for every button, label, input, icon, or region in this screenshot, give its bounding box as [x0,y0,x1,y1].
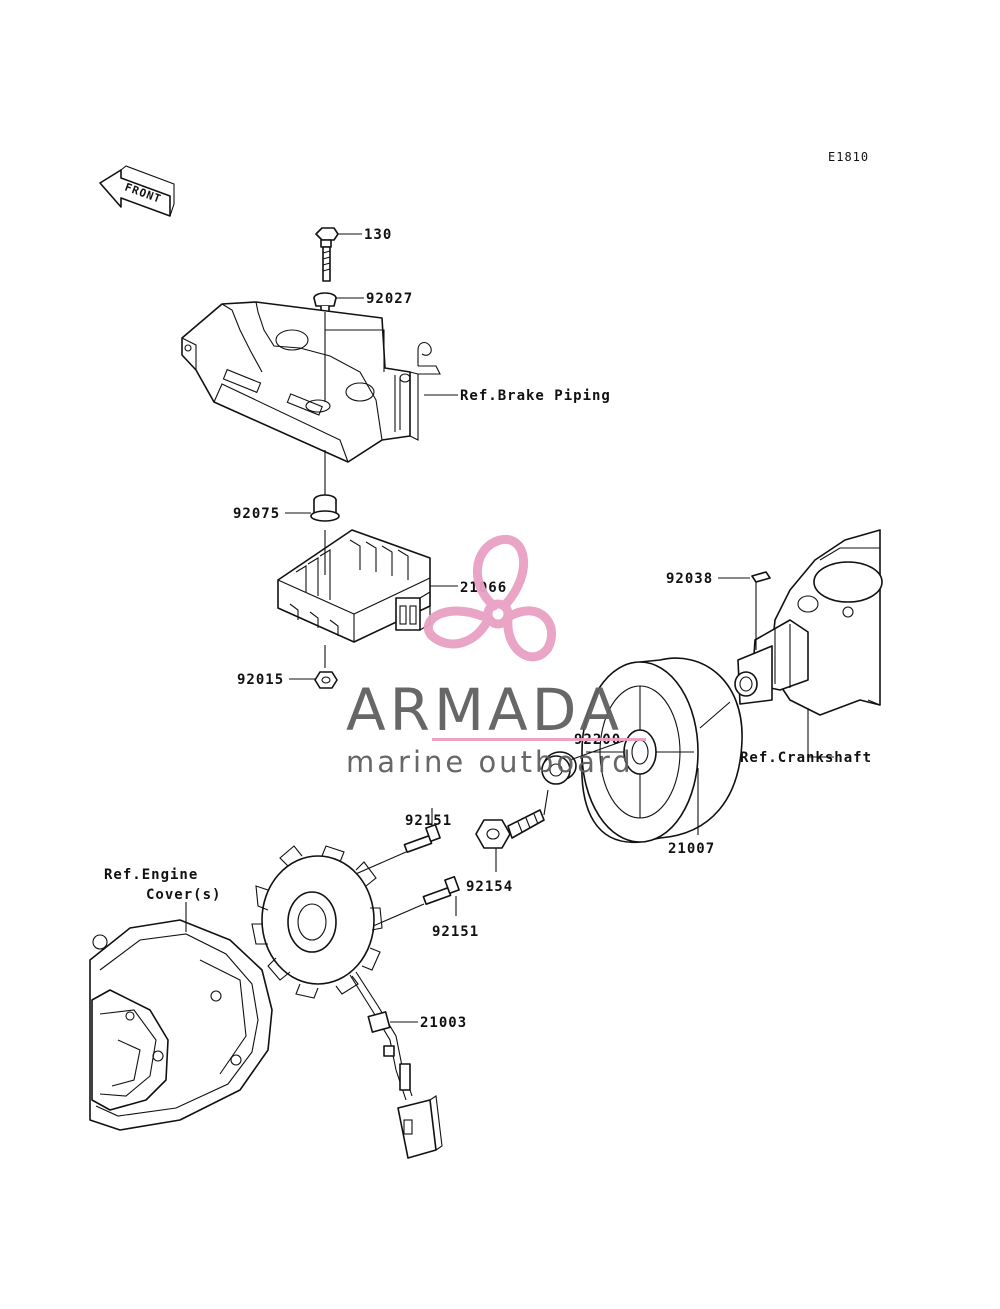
propeller-logo-icon [423,534,557,662]
part-92151-bolt-upper [403,823,441,854]
armada-watermark: ARMADA marine outboard [346,534,646,779]
part-label-92154: 92154 [466,879,513,895]
watermark-tagline: marine outboard [346,745,634,779]
stator-harness [349,971,443,1159]
crankshaft-reference [734,529,883,716]
part-92154-bolt [475,809,545,849]
watermark-divider [432,738,646,741]
part-92038-key [751,571,771,583]
front-arrow-icon: FRONT [99,165,175,217]
part-92075-grommet [310,494,340,522]
ref-engine-cover-line2: Cover(s) [146,887,221,903]
part-label-92015: 92015 [237,672,284,688]
watermark-brand: ARMADA [346,676,623,744]
engine-cover-reference [89,919,273,1131]
part-92015-nut [314,671,338,689]
part-label-92027: 92027 [366,291,413,307]
part-label-92151-lower: 92151 [432,924,479,940]
part-130-bolt [315,227,339,282]
part-label-21007: 21007 [668,841,715,857]
part-label-130: 130 [364,227,392,243]
part-label-92075: 92075 [233,506,280,522]
part-92151-bolt-lower [422,875,460,906]
diagram-code: E1810 [828,150,869,164]
regulator-bracket [181,301,411,463]
ref-crankshaft: Ref.Crankshaft [740,750,872,766]
part-21003-stator [251,845,383,999]
part-92200-washer [541,751,577,785]
part-label-92151-upper: 92151 [405,813,452,829]
part-label-21003: 21003 [420,1015,467,1031]
brake-piping-clip [409,341,441,441]
part-label-92038: 92038 [666,571,713,587]
part-21066-regulator [277,529,431,643]
ref-brake-piping: Ref.Brake Piping [460,388,611,404]
ref-engine-cover-line1: Ref.Engine [104,867,198,883]
